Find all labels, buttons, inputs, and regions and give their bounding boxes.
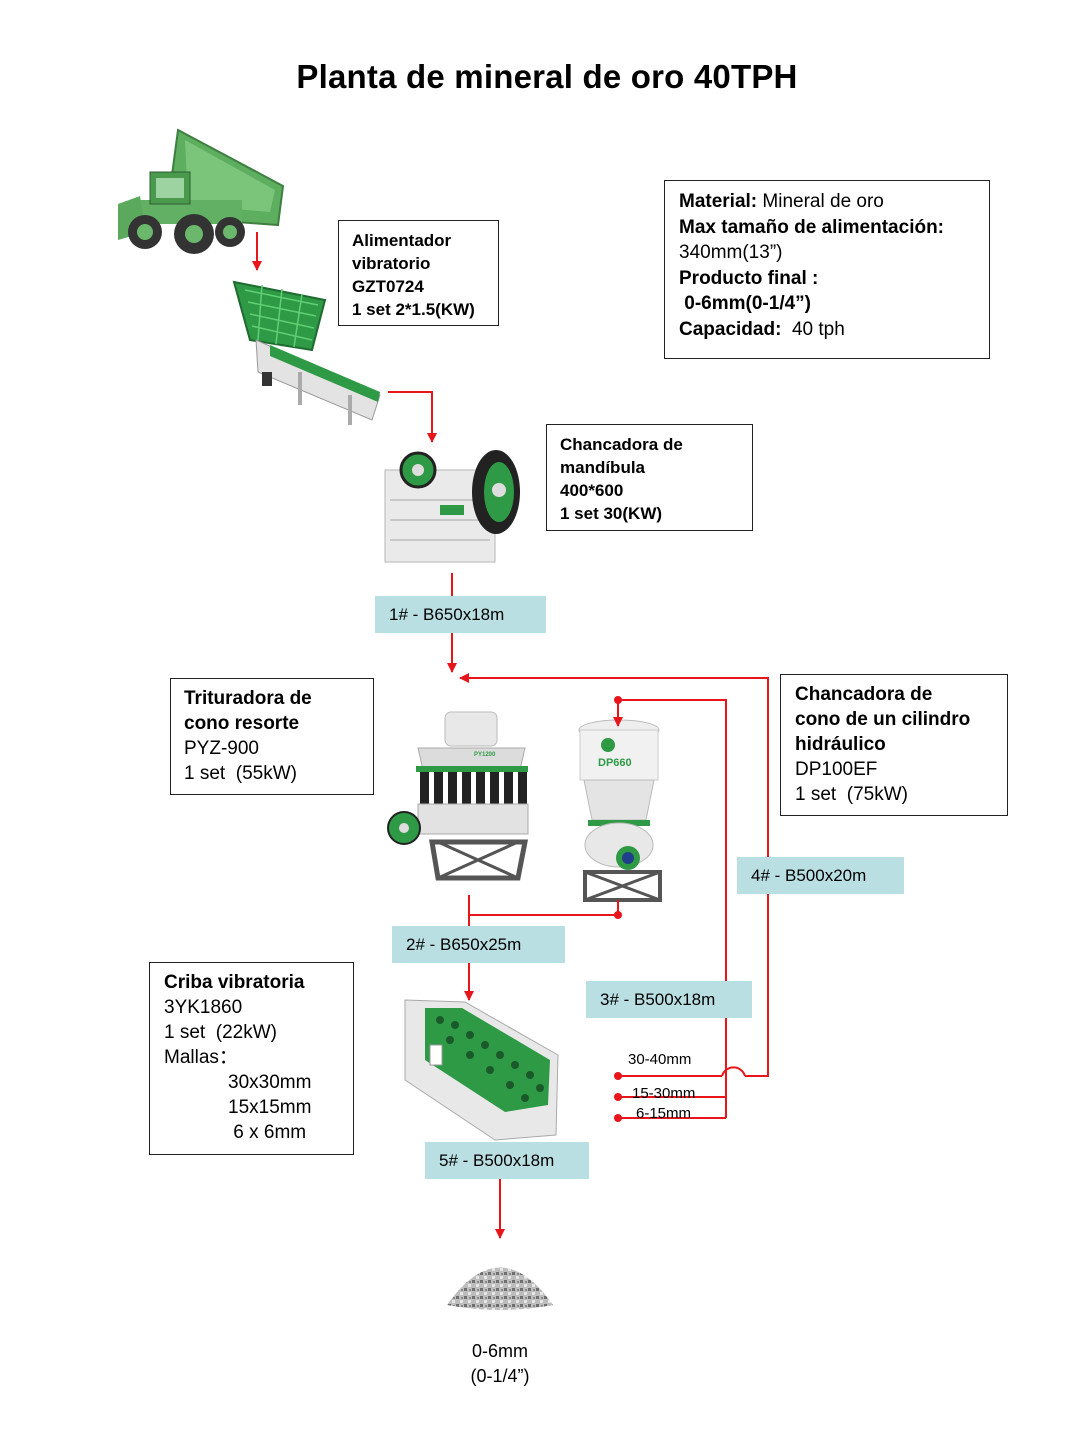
hydraulic-cone-title-line: hidráulico (795, 734, 886, 755)
feed-size-label: Max tamaño de alimentación: (679, 216, 945, 238)
hydraulic-cone-plate: DP660 (598, 757, 632, 769)
feeder-to-jaw-arrow (388, 391, 437, 443)
feeder-line: Alimentador (352, 231, 452, 250)
jaw-crusher-spec-box: Chancadora de mandíbula 400*600 1 set 30… (546, 424, 753, 531)
hydraulic-cone-model: DP100EF (795, 759, 878, 780)
hydraulic-cone-discharge-line (469, 900, 619, 916)
belt-1-label: 1# - B650x18m (375, 596, 546, 633)
belt-2-label: 2# - B650x25m (392, 926, 565, 963)
spring-cone-plate: PY1200 (474, 752, 496, 758)
hydraulic-cone-title-line: cono de un cilindro (795, 709, 971, 730)
final-product-text: 0-6mm (0-1/4”) (450, 1339, 550, 1389)
junction-dot (614, 1093, 622, 1101)
spring-cone-spec-box: Trituradora de cono resorte PYZ-900 1 se… (170, 678, 374, 795)
screen-title: Criba vibratoria (164, 972, 305, 993)
final-product-value: 0-6mm(0-1/4”) (679, 293, 811, 314)
spring-cone-title-line: Trituradora de (184, 688, 312, 709)
line-crossing-hop (721, 1066, 746, 1077)
hydraulic-cone-crusher-image (578, 719, 662, 902)
fraction-6-15-label: 6-15mm (636, 1105, 692, 1122)
spring-cone-title-line: cono resorte (184, 713, 300, 734)
screen-set: 1 set (22kW) (164, 1022, 277, 1043)
jaw-line: Chancadora de (560, 435, 683, 454)
belt-4-label: 4# - B500x20m (737, 857, 904, 894)
feed-size-value: 340mm(13”) (679, 242, 783, 263)
spring-cone-set: 1 set (55kW) (184, 763, 297, 784)
junction-dot (614, 696, 622, 704)
capacity-row: Capacidad: 40 tph (679, 318, 845, 340)
vibrating-screen-image (404, 999, 559, 1141)
feeder-line: 1 set 2*1.5(KW) (352, 300, 475, 319)
junction-dot (614, 1072, 622, 1080)
hydraulic-cone-spec-box: Chancadora de cono de un cilindro hidráu… (780, 674, 1008, 816)
junction-dot (614, 1114, 622, 1122)
screen-model: 3YK1860 (164, 997, 243, 1018)
screen-mesh: 15x15mm (228, 1097, 312, 1118)
final-product-label: Producto final : (679, 267, 819, 289)
process-info-box: Material: Mineral de oro Max tamaño de a… (664, 180, 990, 359)
feeder-line: vibratorio (352, 254, 431, 273)
belt-5-label: 5# - B500x18m (425, 1142, 589, 1179)
jaw-crusher-image (384, 450, 520, 563)
screen-mesh-label: Mallas： (164, 1047, 238, 1068)
final-product-size: 0-6mm (471, 1341, 528, 1361)
hydraulic-cone-title-line: Chancadora de (795, 684, 933, 705)
screen-mesh: 6 x 6mm (228, 1122, 307, 1143)
fraction-30-40-label: 30-40mm (628, 1051, 692, 1068)
junction-dot (614, 911, 622, 919)
spring-cone-crusher-image (387, 711, 529, 881)
hydraulic-cone-set: 1 set (75kW) (795, 784, 908, 805)
belt3-return-arrow (613, 699, 727, 1118)
vibrating-screen-spec-box: Criba vibratoria 3YK1860 1 set (22kW) Ma… (149, 962, 354, 1155)
diagram-title: Planta de mineral de oro 40TPH (296, 58, 798, 95)
jaw-line: 1 set 30(KW) (560, 504, 663, 523)
vibrating-feeder-image (232, 280, 381, 425)
fraction-15-30-label: 15-30mm (632, 1085, 696, 1102)
spring-cone-model: PYZ-900 (184, 738, 259, 759)
jaw-line: mandíbula (560, 458, 646, 477)
material-row: Material: Mineral de oro (679, 191, 884, 212)
feeder-spec-box: Alimentador vibratorio GZT0724 1 set 2*1… (338, 220, 499, 326)
belt-3-label: 3# - B500x18m (586, 981, 752, 1018)
jaw-line: 400*600 (560, 481, 624, 500)
wheel-loader-image (118, 128, 285, 254)
final-product-size-inch: (0-1/4”) (470, 1366, 530, 1386)
final-product-pile-image (447, 1267, 553, 1310)
screen-mesh: 30x30mm (228, 1072, 312, 1093)
feeder-line: GZT0724 (352, 277, 424, 296)
